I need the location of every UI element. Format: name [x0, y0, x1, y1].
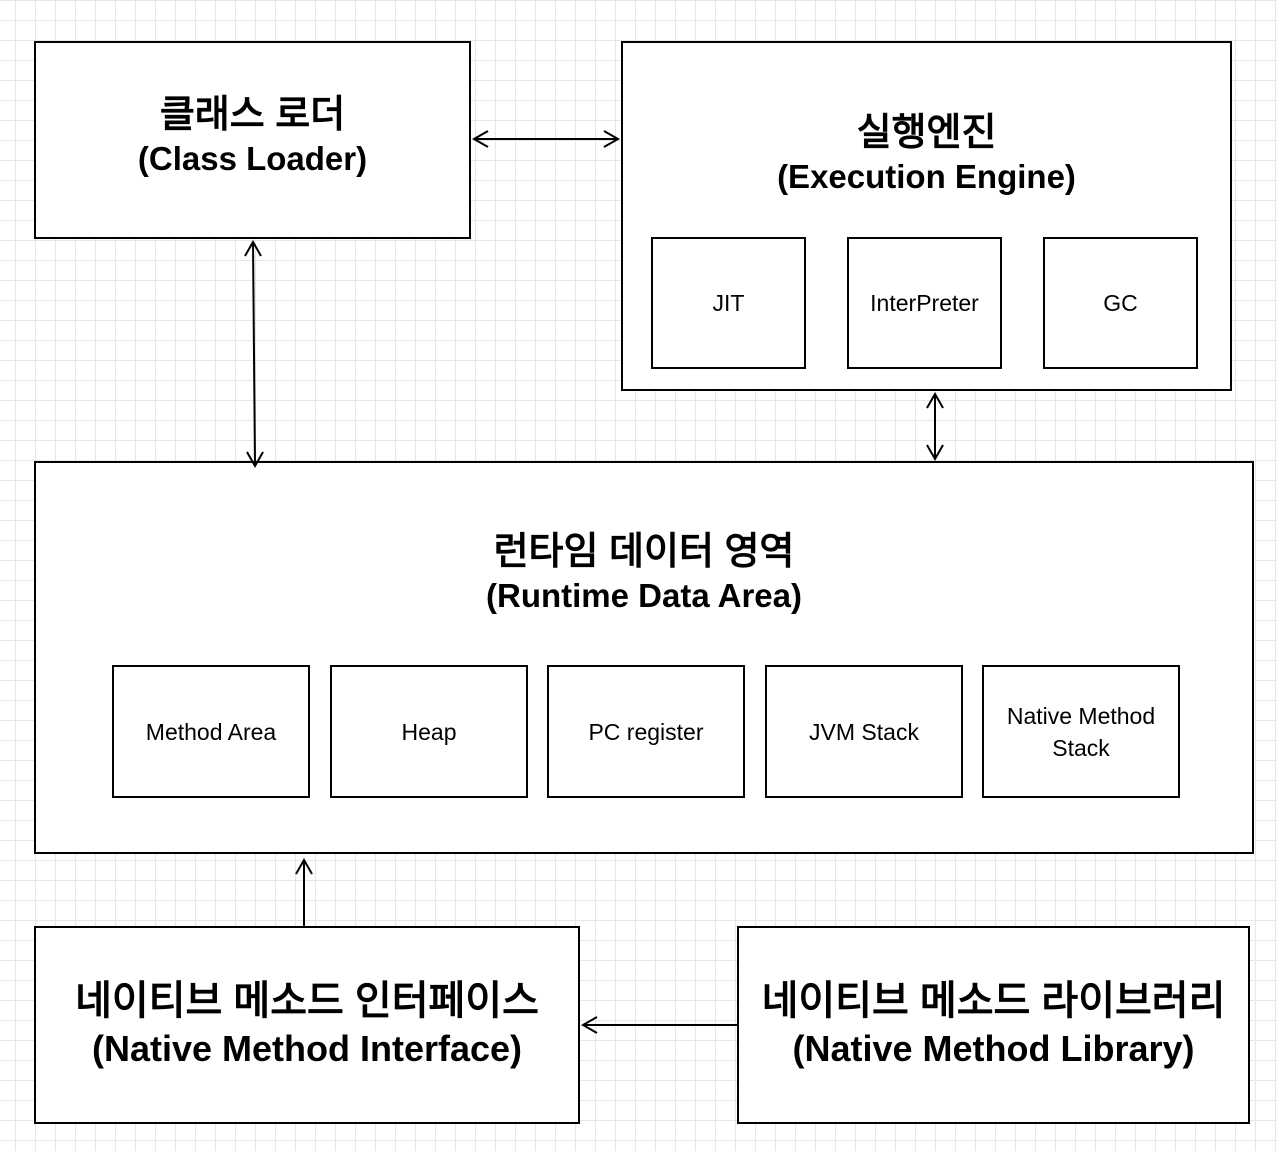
heap-box: Heap	[330, 665, 528, 798]
native-method-interface-title-ko: 네이티브 메소드 인터페이스	[75, 979, 539, 1023]
method-area-box: Method Area	[112, 665, 310, 798]
jit-box: JIT	[651, 237, 806, 369]
arrowhead-left-classloader	[471, 130, 489, 148]
arrowhead-down-runtime-right	[926, 444, 944, 462]
jvm-stack-box: JVM Stack	[765, 665, 963, 798]
arrowhead-up-execengine	[926, 391, 944, 409]
runtime-data-area-title-ko: 런타임 데이터 영역	[493, 531, 795, 573]
native-method-stack-box: Native Method Stack	[982, 665, 1180, 798]
native-method-interface-title-en: (Native Method Interface)	[91, 1028, 523, 1069]
execution-engine-title-en: (Execution Engine)	[777, 158, 1076, 195]
interpreter-box: InterPreter	[847, 237, 1002, 369]
runtime-data-area-title-en: (Runtime Data Area)	[486, 577, 802, 614]
method-area-label: Method Area	[145, 718, 277, 745]
jit-label: JIT	[712, 290, 745, 316]
native-method-library-title-ko: 네이티브 메소드 라이브러리	[761, 979, 1226, 1023]
native-method-interface-box: 네이티브 메소드 인터페이스 (Native Method Interface)	[34, 926, 580, 1124]
execution-engine-title-ko: 실행엔진	[856, 112, 997, 154]
native-method-stack-label: Native Method Stack	[1006, 702, 1156, 761]
arrowhead-left-nmi	[580, 1016, 598, 1034]
native-method-library-box: 네이티브 메소드 라이브러리 (Native Method Library)	[737, 926, 1250, 1124]
pc-register-box: PC register	[547, 665, 745, 798]
arrowhead-up-runtime	[295, 857, 313, 875]
gc-box: GC	[1043, 237, 1198, 369]
heap-label: Heap	[401, 718, 457, 745]
gc-label: GC	[1103, 290, 1138, 316]
connector-classloader-runtime	[252, 241, 256, 467]
class-loader-title-ko: 클래스 로더	[159, 94, 346, 136]
class-loader-title-en: (Class Loader)	[137, 140, 368, 177]
jvm-stack-label: JVM Stack	[809, 718, 919, 745]
class-loader-box: 클래스 로더 (Class Loader)	[34, 41, 471, 239]
native-method-library-title-en: (Native Method Library)	[792, 1028, 1195, 1069]
arrowhead-right-execengine	[603, 130, 621, 148]
pc-register-label: PC register	[588, 718, 704, 745]
interpreter-label: InterPreter	[870, 290, 979, 316]
arrowhead-up-classloader	[244, 239, 262, 257]
